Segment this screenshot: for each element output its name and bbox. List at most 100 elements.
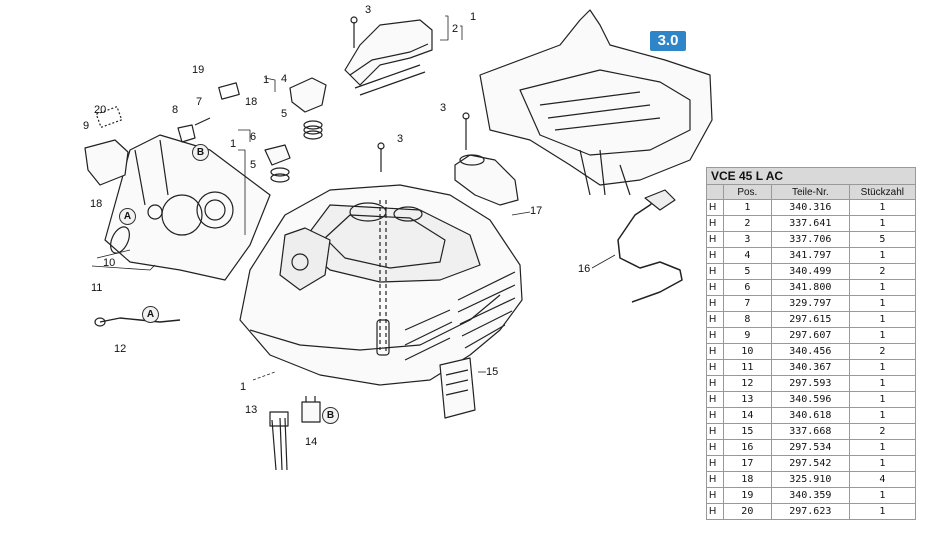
row-quantity: 1	[848, 199, 917, 216]
valve-cap	[289, 77, 327, 113]
carry-handle	[344, 19, 433, 86]
row-part-number: 341.797	[770, 247, 850, 264]
callout-1: 1	[263, 74, 270, 86]
section-badge: 3.0	[650, 31, 686, 51]
callout-1: 1	[240, 381, 247, 393]
row-position: 19	[722, 487, 772, 504]
ref-marker-b: B	[322, 407, 339, 424]
row-flag: H	[706, 263, 724, 280]
row-part-number: 337.668	[770, 423, 850, 440]
row-quantity: 2	[848, 263, 917, 280]
row-quantity: 1	[848, 359, 917, 376]
row-flag: H	[706, 359, 724, 376]
foot-pedal	[439, 357, 476, 419]
row-position: 2	[722, 215, 772, 232]
callout-3: 3	[397, 133, 404, 145]
column-header-part-number: Teile-Nr.	[770, 184, 850, 200]
row-position: 17	[722, 455, 772, 472]
row-part-number: 337.706	[770, 231, 850, 248]
row-flag: H	[706, 311, 724, 328]
row-quantity: 1	[848, 391, 917, 408]
callout-5: 5	[281, 108, 288, 120]
row-quantity: 1	[848, 503, 917, 520]
row-position: 14	[722, 407, 772, 424]
row-position: 1	[722, 199, 772, 216]
callout-18: 18	[245, 96, 258, 108]
row-quantity: 2	[848, 423, 917, 440]
row-part-number: 340.618	[770, 407, 850, 424]
ref-marker-a: A	[119, 208, 136, 225]
callout-1: 1	[230, 138, 237, 150]
callout-6: 6	[250, 131, 257, 143]
row-quantity: 1	[848, 455, 917, 472]
row-part-number: 297.623	[770, 503, 850, 520]
callout-2: 2	[452, 23, 459, 35]
callout-20: 20	[94, 104, 107, 116]
row-flag: H	[706, 231, 724, 248]
table-header-row: Pos. Teile-Nr. Stückzahl	[706, 184, 917, 200]
hose-holder	[454, 154, 519, 206]
row-part-number: 340.367	[770, 359, 850, 376]
row-part-number: 329.797	[770, 295, 850, 312]
row-position: 5	[722, 263, 772, 280]
row-quantity: 1	[848, 247, 917, 264]
row-quantity: 1	[848, 295, 917, 312]
row-part-number: 340.499	[770, 263, 850, 280]
row-flag: H	[706, 391, 724, 408]
ref-marker-b: B	[192, 144, 209, 161]
row-flag: H	[706, 215, 724, 232]
row-flag: H	[706, 375, 724, 392]
callout-1: 1	[470, 11, 477, 23]
row-part-number: 297.607	[770, 327, 850, 344]
row-part-number: 297.615	[770, 311, 850, 328]
row-flag: H	[706, 343, 724, 360]
row-flag: H	[706, 487, 724, 504]
callout-14: 14	[305, 436, 318, 448]
row-flag: H	[706, 327, 724, 344]
row-position: 6	[722, 279, 772, 296]
table-title: VCE 45 L AC	[706, 167, 916, 184]
callout-10: 10	[103, 257, 116, 269]
row-quantity: 5	[848, 231, 917, 248]
row-flag: H	[706, 471, 724, 488]
row-position: 3	[722, 231, 772, 248]
row-flag: H	[706, 199, 724, 216]
row-position: 15	[722, 423, 772, 440]
row-part-number: 341.800	[770, 279, 850, 296]
row-position: 4	[722, 247, 772, 264]
row-position: 7	[722, 295, 772, 312]
row-position: 11	[722, 359, 772, 376]
row-flag: H	[706, 455, 724, 472]
row-flag: H	[706, 503, 724, 520]
row-quantity: 1	[848, 215, 917, 232]
callout-3: 3	[440, 102, 447, 114]
callout-5: 5	[250, 159, 257, 171]
row-position: 13	[722, 391, 772, 408]
callout-4: 4	[281, 73, 288, 85]
callout-15: 15	[486, 366, 499, 378]
control-panel	[104, 134, 271, 281]
row-position: 12	[722, 375, 772, 392]
power-cable	[617, 194, 683, 303]
row-part-number: 337.641	[770, 215, 850, 232]
callout-18: 18	[90, 198, 103, 210]
callout-11: 11	[91, 282, 103, 294]
row-quantity: 2	[848, 343, 917, 360]
row-flag: H	[706, 247, 724, 264]
callout-19: 19	[192, 64, 205, 76]
column-header	[706, 184, 724, 200]
